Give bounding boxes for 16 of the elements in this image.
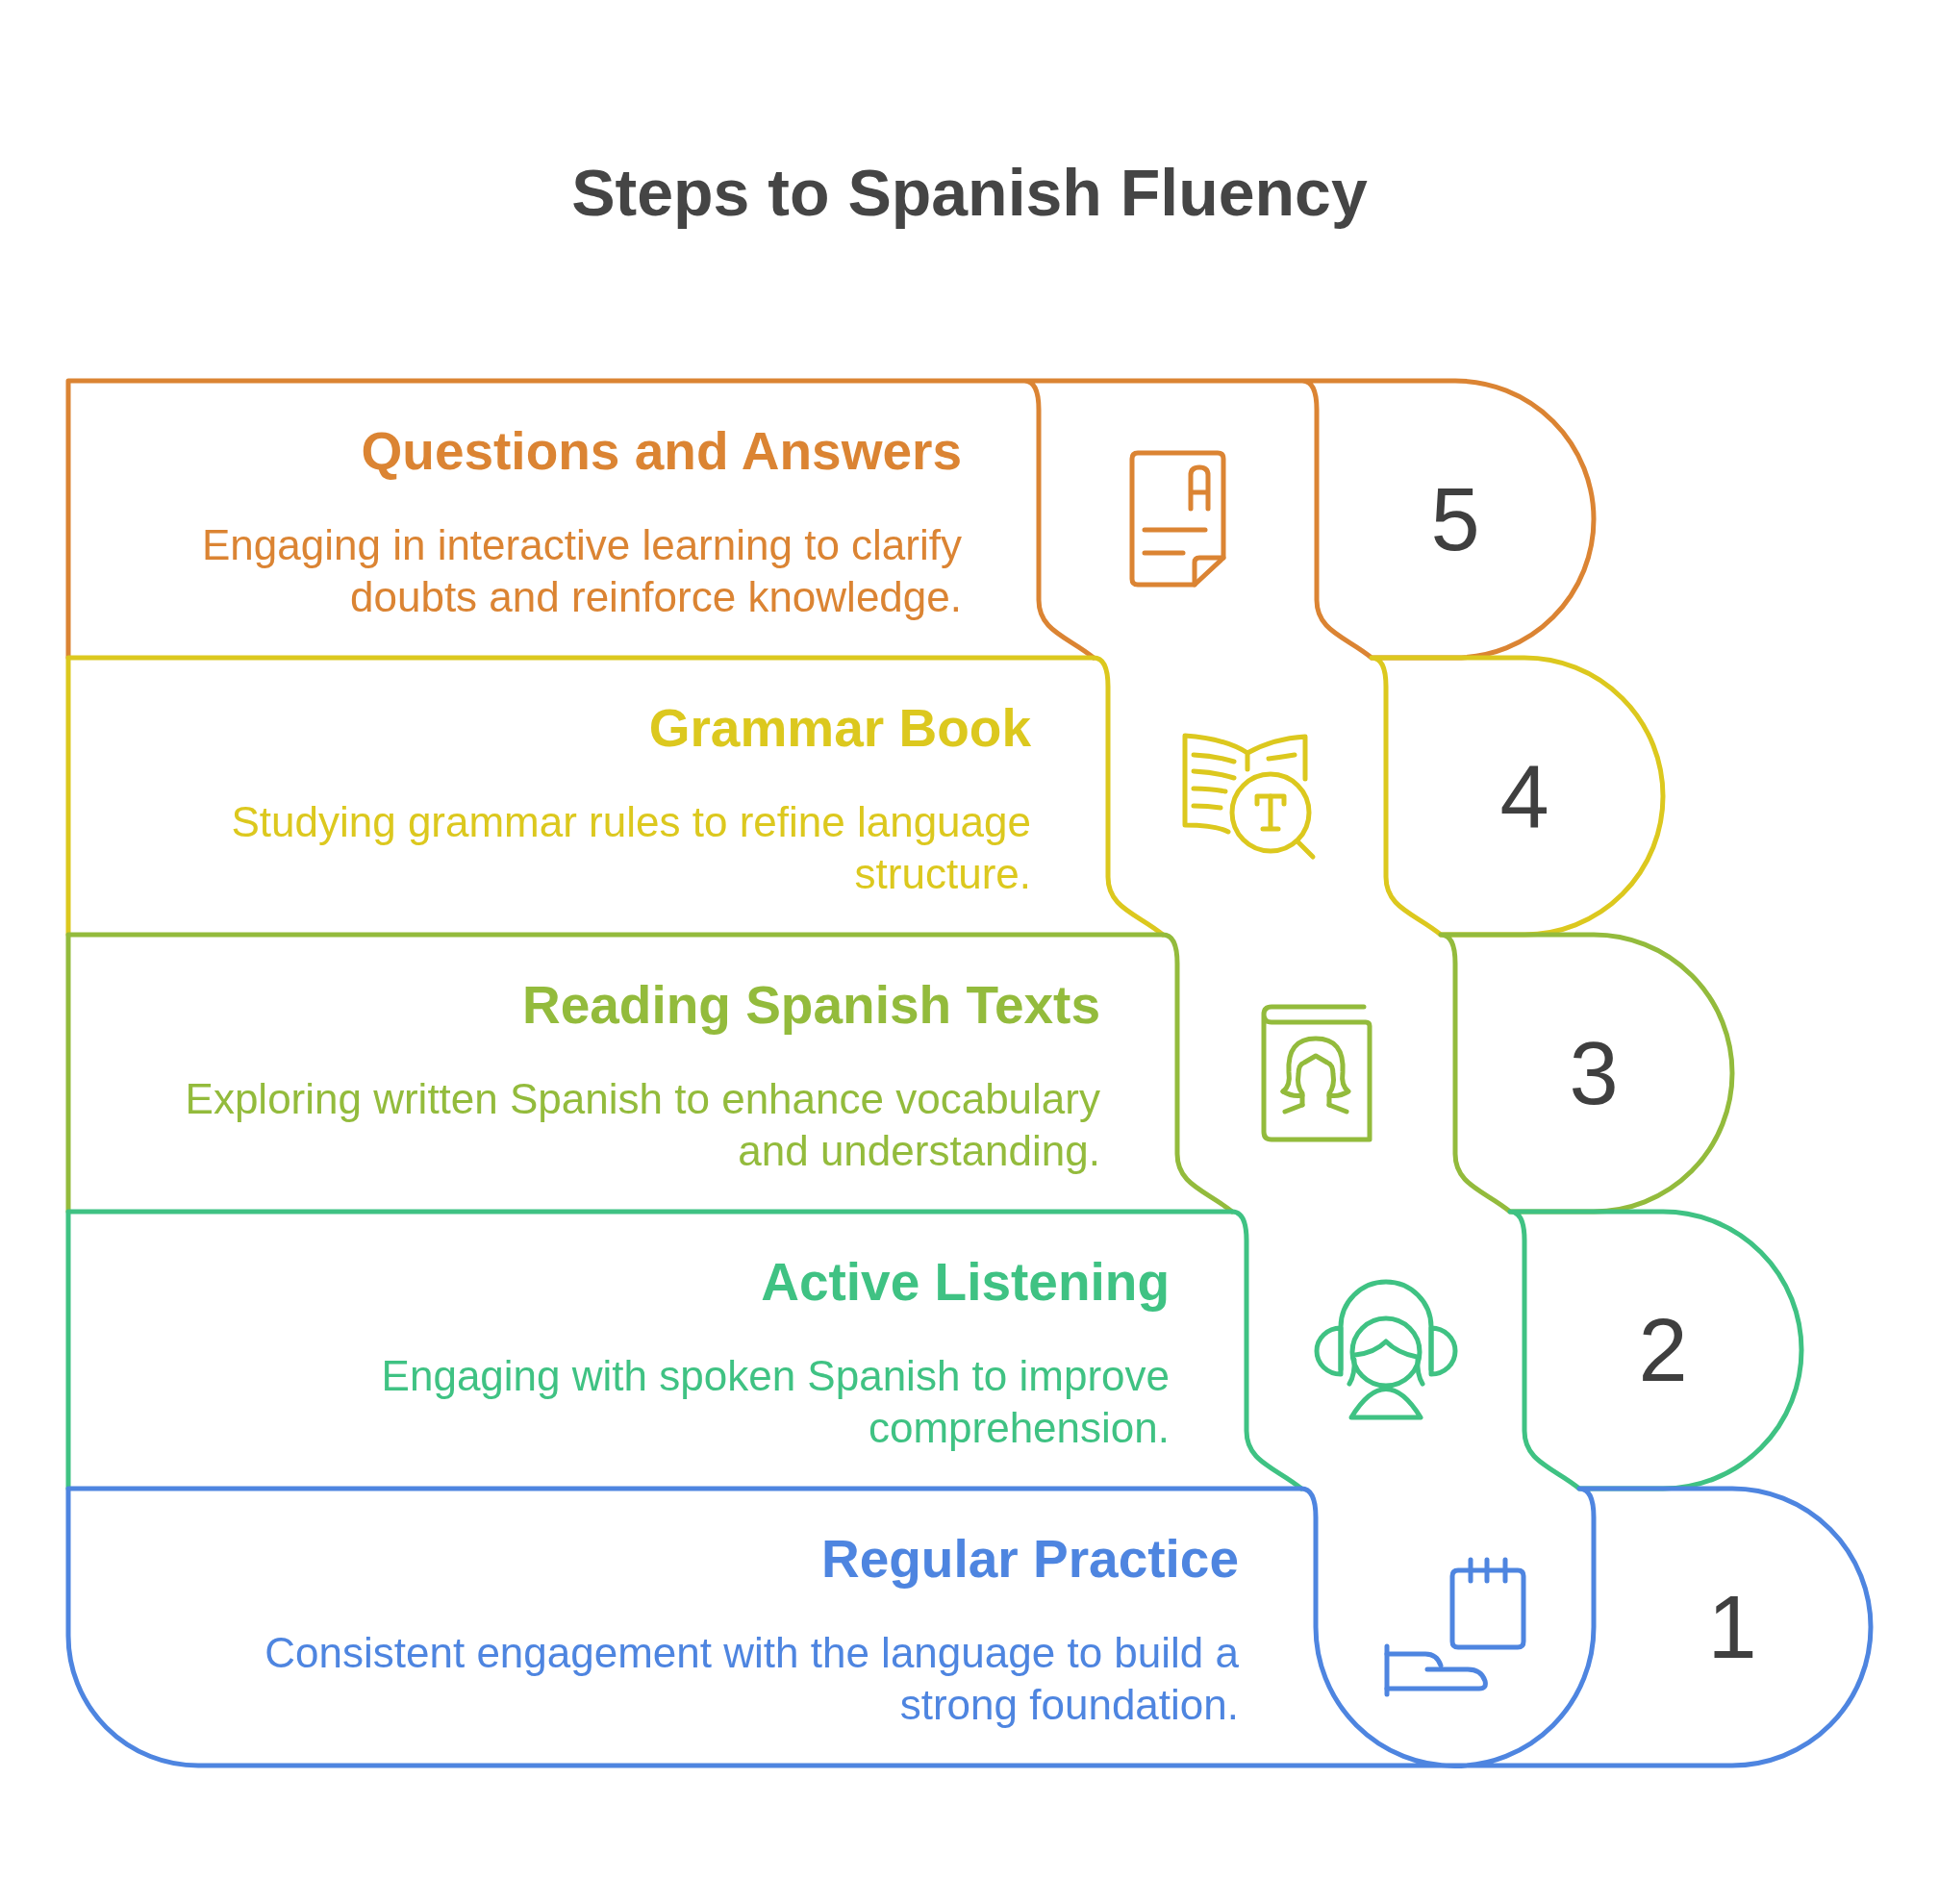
step-description: Exploring written Spanish to enhance vocabulary and understanding. [184, 1074, 1100, 1176]
step-number: 3 [1569, 1029, 1619, 1117]
step-description: Consistent engagement with the language to build a strong foundation. [264, 1628, 1239, 1730]
step-number: 2 [1638, 1306, 1688, 1394]
step-number: 5 [1430, 475, 1480, 564]
step-heading: Active Listening [761, 1251, 1170, 1313]
step-description: Studying grammar rules to refine language structure. [230, 797, 1031, 899]
step-heading: Regular Practice [820, 1528, 1239, 1590]
step-description: Engaging with spoken Spanish to improve comprehension. [380, 1351, 1170, 1453]
step-description: Engaging in interactive learning to clarify doubts and reinforce knowledge. [201, 520, 962, 622]
step-heading: Questions and Answers [361, 420, 962, 482]
step-number: 4 [1499, 752, 1549, 840]
diagram-title: Steps to Spanish Fluency [571, 155, 1368, 231]
step-number: 1 [1707, 1583, 1757, 1671]
step-heading: Reading Spanish Texts [521, 974, 1100, 1036]
step-heading: Grammar Book [648, 697, 1031, 759]
